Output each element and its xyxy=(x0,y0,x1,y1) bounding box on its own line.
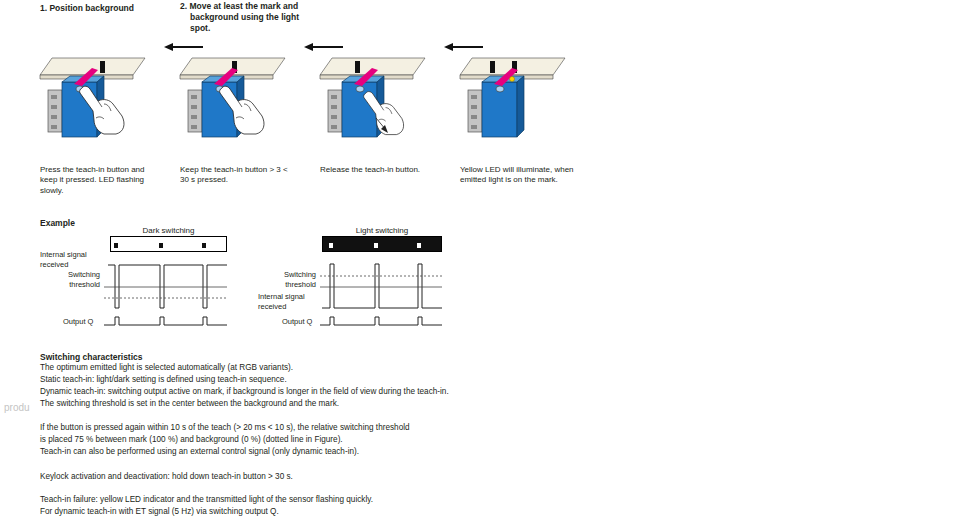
light-switching-diagram xyxy=(320,236,442,325)
output-label: Output Q xyxy=(63,317,93,327)
teach-step-4 xyxy=(444,43,565,137)
section-heading: Switching characteristics xyxy=(40,352,143,363)
body-text: is placed 75 % between mark (100 %) and … xyxy=(40,435,343,446)
body-text: If the button is pressed again within 10… xyxy=(40,423,410,434)
body-text: The optimum emitted light is selected au… xyxy=(40,363,293,374)
threshold-label: Switching threshold xyxy=(46,270,100,290)
section-heading: Example xyxy=(40,218,75,229)
teach-step-2 xyxy=(164,43,285,137)
signal-label: Internal signal received xyxy=(40,250,110,270)
watermark: produ xyxy=(4,401,30,414)
body-text: Teach-in failure: yellow LED indicator a… xyxy=(40,495,373,506)
strip-heading: Light switching xyxy=(303,226,461,235)
dark-switching-diagram xyxy=(104,236,227,325)
body-text: Dynamic teach-in: switching output activ… xyxy=(40,387,449,398)
body-text: Keylock activation and deactivation: hol… xyxy=(40,472,293,483)
body-text: Static teach-in: light/dark setting is d… xyxy=(40,375,287,386)
teach-step-1 xyxy=(40,58,145,137)
step-caption: Keep the teach-in button > 3 < 30 s pres… xyxy=(180,165,288,186)
signal-strip: Dark switching xyxy=(110,236,227,252)
body-text: The switching threshold is set in the ce… xyxy=(40,399,339,410)
signal-strip: Light switching xyxy=(322,236,442,252)
step-caption: Yellow LED will illuminate, when emitted… xyxy=(460,165,594,186)
step-heading: 1. Position background xyxy=(40,3,134,14)
step-heading: 2. Move at least the mark and background… xyxy=(180,1,308,34)
step-caption: Release the teach-in button. xyxy=(320,165,445,175)
teach-step-3 xyxy=(304,43,425,137)
strip-heading: Dark switching xyxy=(91,226,246,235)
threshold-label: Switching threshold xyxy=(262,270,316,290)
output-label: Output Q xyxy=(282,317,312,327)
body-text: For dynamic teach-in with ET signal (5 H… xyxy=(40,507,279,518)
body-text: Teach-in can also be performed using an … xyxy=(40,447,359,458)
signal-label: Internal signal received xyxy=(258,292,320,312)
step-caption: Press the teach-in button and keep it pr… xyxy=(40,165,162,196)
